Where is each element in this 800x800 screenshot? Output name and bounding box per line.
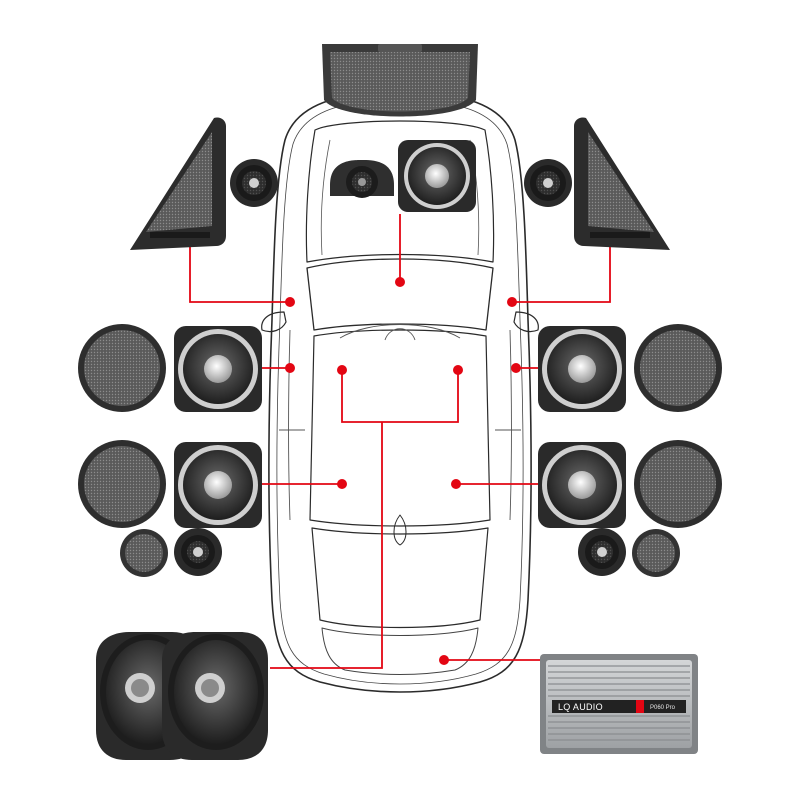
rear-right-tweeter <box>578 528 626 576</box>
dot-amplifier <box>439 655 449 665</box>
rear-left-tweeter-grille <box>120 529 168 577</box>
dot-front-right-tweeter <box>507 297 517 307</box>
rear-emblem <box>394 515 406 545</box>
front-left-tweeter <box>230 159 278 207</box>
right-mirror <box>514 312 538 332</box>
amplifier-brand: LQ AUDIO <box>558 702 603 712</box>
rear-window <box>312 528 488 628</box>
rear-left-door-grille <box>78 440 166 528</box>
underseat-subwoofer-right <box>162 632 268 760</box>
front-right-door-grille <box>634 324 722 412</box>
rear-right-door-woofer <box>538 442 626 528</box>
amplifier-label-accent <box>636 700 644 713</box>
dot-front-left-seat <box>337 365 347 375</box>
front-right-door-woofer <box>538 326 626 412</box>
front-left-door-woofer <box>174 326 262 412</box>
rear-left-tweeter <box>174 528 222 576</box>
wire-front-seat-loop <box>342 370 458 422</box>
right-door-line <box>510 330 512 520</box>
center-tweeter <box>330 160 394 198</box>
dot-rear-left-door <box>337 479 347 489</box>
dot-center-midrange <box>395 277 405 287</box>
dot-front-left-door <box>285 363 295 373</box>
rear-right-tweeter-grille <box>632 529 680 577</box>
rear-left-door-woofer <box>174 442 262 528</box>
center-dash-speaker-grille <box>322 44 478 117</box>
hood-crease-left <box>321 140 330 255</box>
center-midrange <box>398 140 476 212</box>
dot-front-right-seat <box>453 365 463 375</box>
roof <box>310 330 490 526</box>
amplifier: LQ AUDIO P060 Pro <box>540 654 698 754</box>
front-left-door-grille <box>78 324 166 412</box>
dot-front-right-door <box>511 363 521 373</box>
left-door-line <box>289 330 291 520</box>
amplifier-model: P060 Pro <box>650 705 676 711</box>
rear-right-door-grille <box>634 440 722 528</box>
front-right-tweeter-pod <box>574 117 670 250</box>
dot-rear-right-door <box>451 479 461 489</box>
dot-front-left-tweeter <box>285 297 295 307</box>
front-left-tweeter-pod <box>130 117 226 250</box>
left-mirror <box>262 312 286 332</box>
front-right-tweeter <box>524 159 572 207</box>
wire-subwoofer <box>270 422 382 668</box>
